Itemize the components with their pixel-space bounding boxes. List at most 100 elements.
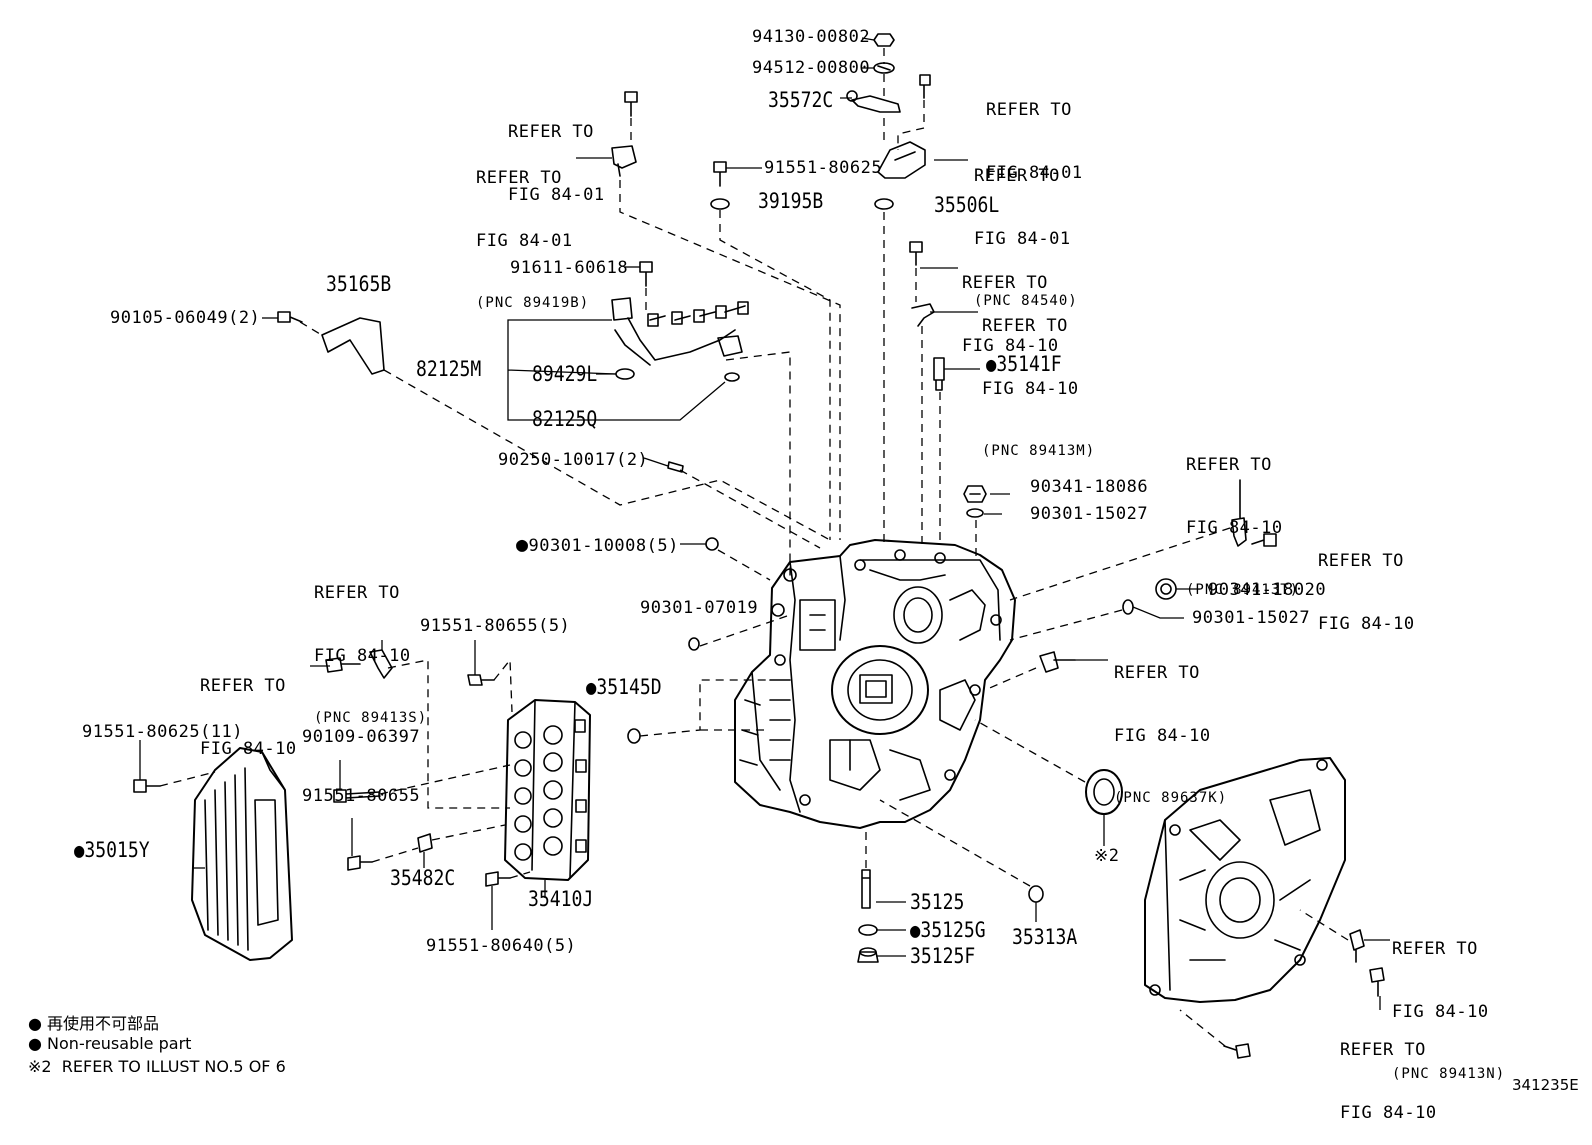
transaxle-case	[734, 539, 1016, 829]
refer-fig: FIG 84-01	[476, 231, 573, 251]
legend-note: ※2 REFER TO ILLUST NO.5 OF 6	[28, 1057, 286, 1076]
refer-to-text: REFER TO	[476, 168, 562, 188]
refer-to-text: REFER TO	[982, 316, 1068, 336]
valve-body	[504, 699, 591, 881]
note-2-mark: ※2	[1094, 846, 1120, 866]
refer-fig: FIG 84-10	[200, 739, 297, 759]
refer-pnc: (PNC 89413S)	[314, 710, 428, 726]
part-91551-80625: 91551-80625	[764, 158, 883, 178]
refer-fig: FIG 84-01	[986, 163, 1083, 183]
refer-pnc: (PNC 89413T)	[1186, 582, 1300, 598]
part-35125: 35125	[910, 890, 965, 914]
refer-fig: FIG 84-01	[508, 185, 605, 205]
non-reusable-dot: ●	[586, 675, 597, 699]
part-90301-10008-number: 90301-10008(5)	[528, 536, 679, 556]
legend-non-reusable-en: ● Non-reusable part	[28, 1034, 192, 1053]
part-35015y-number: 35015Y	[84, 838, 150, 862]
transaxle-cover	[1144, 757, 1346, 1003]
part-90105-06049: 90105-06049(2)	[110, 308, 261, 328]
refer-pnc: (PNC 89637K)	[1114, 790, 1228, 806]
non-reusable-dot: ●	[986, 352, 997, 376]
refer-pnc: (PNC 89413N)	[1392, 1066, 1506, 1082]
part-94130-00802: 94130-00802	[752, 27, 871, 47]
part-90301-10008: ●90301-10008(5)	[516, 534, 679, 557]
refer-fig-84-10-i: REFER TO FIG 84-10	[1340, 998, 1437, 1145]
part-94512-00800: 94512-00800	[752, 58, 871, 78]
part-91551-80655-5: 91551-80655(5)	[420, 616, 571, 636]
refer-fig-84-10-g: REFER TO FIG 84-10	[200, 634, 297, 781]
part-35015y: ●35015Y	[74, 838, 150, 862]
refer-fig-84-10-d: REFER TO FIG 84-10	[1318, 509, 1415, 656]
refer-to-text: REFER TO	[508, 122, 594, 142]
part-35145d-number: 35145D	[596, 675, 662, 699]
refer-to-text: REFER TO	[1318, 551, 1404, 571]
part-35506l: 35506L	[934, 193, 1000, 217]
refer-to-text: REFER TO	[1340, 1040, 1426, 1060]
part-90301-15027-top: 90301-15027	[1030, 504, 1149, 524]
part-35165b: 35165B	[326, 272, 392, 296]
refer-to-text: REFER TO	[986, 100, 1072, 120]
part-35313a: 35313A	[1012, 925, 1078, 949]
refer-pnc: (PNC 89413M)	[982, 443, 1096, 459]
refer-fig: FIG 84-10	[962, 336, 1059, 356]
refer-fig: FIG 84-01	[974, 229, 1071, 249]
refer-to-text: REFER TO	[200, 676, 286, 696]
part-90341-18020: 90341-18020	[1208, 580, 1327, 600]
part-35125f: 35125F	[910, 944, 976, 968]
part-35410j: 35410J	[528, 887, 594, 911]
refer-to-text: REFER TO	[314, 583, 400, 603]
part-82125m: 82125M	[416, 357, 482, 381]
part-35145d: ●35145D	[586, 675, 662, 699]
part-39195b: 39195B	[758, 189, 824, 213]
part-35572c: 35572C	[768, 88, 834, 112]
illustration-id: 341235E	[1512, 1076, 1579, 1094]
part-90250-10017: 90250-10017(2)	[498, 450, 649, 470]
part-89429l: 89429L	[532, 362, 598, 386]
part-90341-18086: 90341-18086	[1030, 477, 1149, 497]
exploded-parts-drawing	[133, 33, 1390, 1059]
refer-to-text: REFER TO	[1392, 939, 1478, 959]
part-82125q: 82125Q	[532, 407, 598, 431]
part-35125g-number: 35125G	[920, 918, 986, 942]
refer-fig-84-10-f: REFER TO FIG 84-10 (PNC 89413S)	[314, 541, 427, 748]
refer-to-text: REFER TO	[1186, 455, 1272, 475]
wire-harness	[611, 297, 749, 366]
refer-fig-84-10-h: REFER TO FIG 84-10 (PNC 89413N)	[1392, 897, 1505, 1104]
refer-fig: FIG 84-10	[982, 379, 1079, 399]
oil-pan	[191, 747, 293, 961]
refer-fig: FIG 84-10	[1318, 614, 1415, 634]
part-90109-06397: 90109-06397	[302, 727, 421, 747]
part-35141f-number: 35141F	[996, 352, 1062, 376]
part-90301-15027-right: 90301-15027	[1192, 608, 1311, 628]
refer-fig: FIG 84-10	[1114, 726, 1211, 746]
legend-non-reusable-jp: ● 再使用不可部品	[28, 1014, 160, 1033]
refer-to-text: REFER TO	[1114, 663, 1200, 683]
refer-fig-84-01-a: REFER TO FIG 84-01	[508, 80, 605, 227]
refer-fig: FIG 84-10	[1186, 518, 1283, 538]
refer-fig-84-01-d: REFER TO FIG 84-01 (PNC 84540)	[974, 124, 1078, 331]
refer-fig-84-10-c: REFER TO FIG 84-10 (PNC 89413T)	[1186, 413, 1299, 620]
non-reusable-dot: ●	[516, 532, 529, 556]
refer-fig-84-01-b: REFER TO FIG 84-01 (PNC 89419B)	[476, 126, 589, 333]
refer-pnc: (PNC 89419B)	[476, 295, 590, 311]
refer-fig: FIG 84-10	[314, 646, 411, 666]
part-90301-07019: 90301-07019	[640, 598, 759, 618]
refer-fig-84-10-b: REFER TO FIG 84-10 (PNC 89413M)	[982, 274, 1095, 481]
refer-to-text: REFER TO	[962, 273, 1048, 293]
non-reusable-dot: ●	[74, 838, 85, 862]
refer-fig-84-01-c: REFER TO FIG 84-01	[986, 58, 1083, 205]
refer-fig-84-10-a: REFER TO FIG 84-10	[962, 231, 1059, 378]
refer-pnc: (PNC 84540)	[974, 293, 1078, 309]
non-reusable-dot: ●	[910, 918, 921, 942]
refer-to-text: REFER TO	[974, 166, 1060, 186]
refer-fig: FIG 84-10	[1392, 1002, 1489, 1022]
part-35141f: ●35141F	[986, 352, 1062, 376]
part-35125g: ●35125G	[910, 918, 986, 942]
refer-fig: FIG 84-10	[1340, 1103, 1437, 1123]
part-35482c: 35482C	[390, 866, 456, 890]
part-91551-80640: 91551-80640(5)	[426, 936, 577, 956]
part-91611-60618: 91611-60618	[510, 258, 629, 278]
refer-fig-84-10-e: REFER TO FIG 84-10 (PNC 89637K)	[1114, 621, 1227, 828]
part-91551-80655: 91551-80655	[302, 786, 421, 806]
part-91551-80625-11: 91551-80625(11)	[82, 722, 244, 742]
